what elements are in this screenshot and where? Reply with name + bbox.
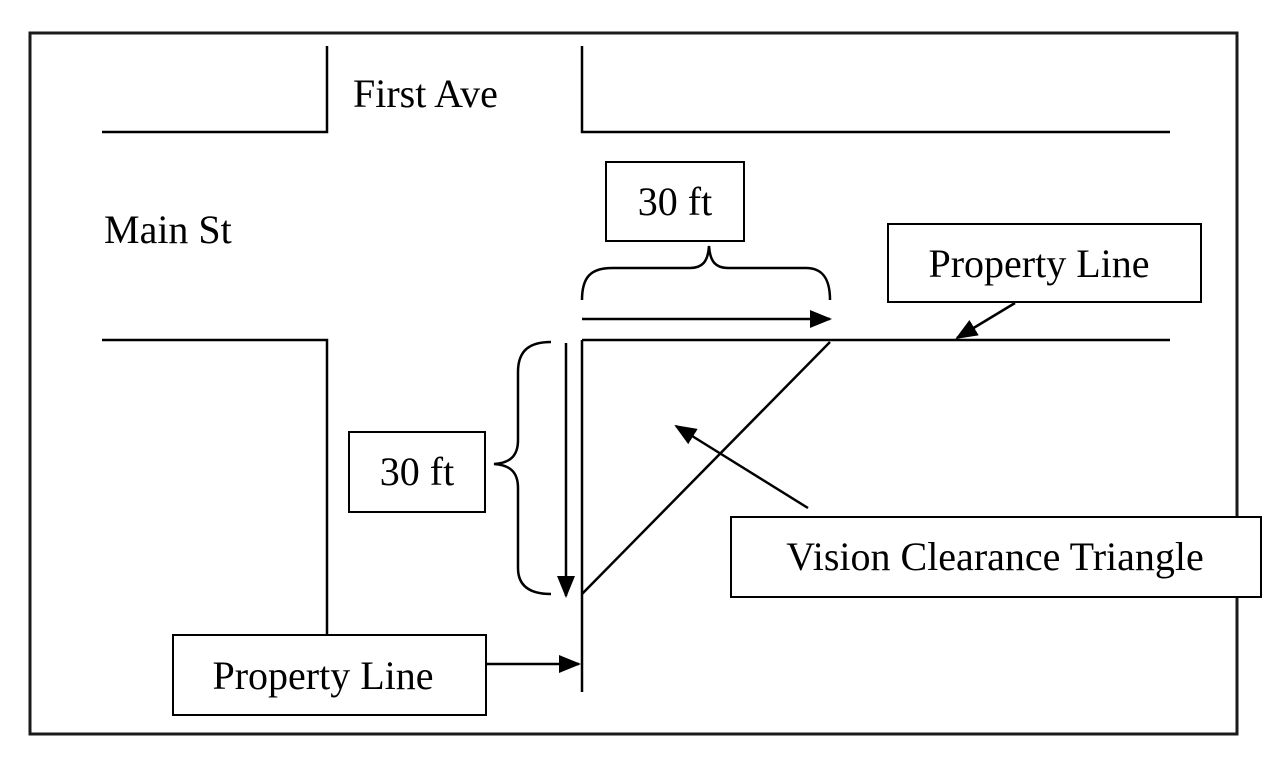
horizontal-dimension-text: 30 ft <box>638 179 712 224</box>
horizontal-dimension-label: 30 ft <box>605 161 745 242</box>
street-label-main-st: Main St <box>104 207 232 252</box>
vision-triangle-hypotenuse <box>581 341 831 595</box>
street-label-first-ave: First Ave <box>353 71 498 116</box>
property-line-top-callout: Property Line <box>887 223 1202 303</box>
horizontal-brace <box>580 245 832 301</box>
vision-triangle-pointer <box>674 424 809 510</box>
diagram-frame <box>28 31 1239 736</box>
vertical-dimension-text: 30 ft <box>380 449 454 494</box>
vision-triangle-callout: Vision Clearance Triangle <box>730 516 1262 598</box>
property-line-bottom-text: Property Line <box>212 653 433 698</box>
street-edges <box>102 46 1170 635</box>
property-line-top-pointer <box>955 301 1016 340</box>
property-line-top-text: Property Line <box>928 241 1149 286</box>
street-edge-top-right <box>580 46 1170 134</box>
street-edge-top-left <box>102 46 329 134</box>
street-edge-bottom-left <box>102 338 329 635</box>
vertical-dimension-label: 30 ft <box>348 431 486 513</box>
property-line-bottom-callout: Property Line <box>172 634 487 716</box>
vision-triangle-text: Vision Clearance Triangle <box>786 534 1204 579</box>
vertical-brace <box>493 340 552 596</box>
